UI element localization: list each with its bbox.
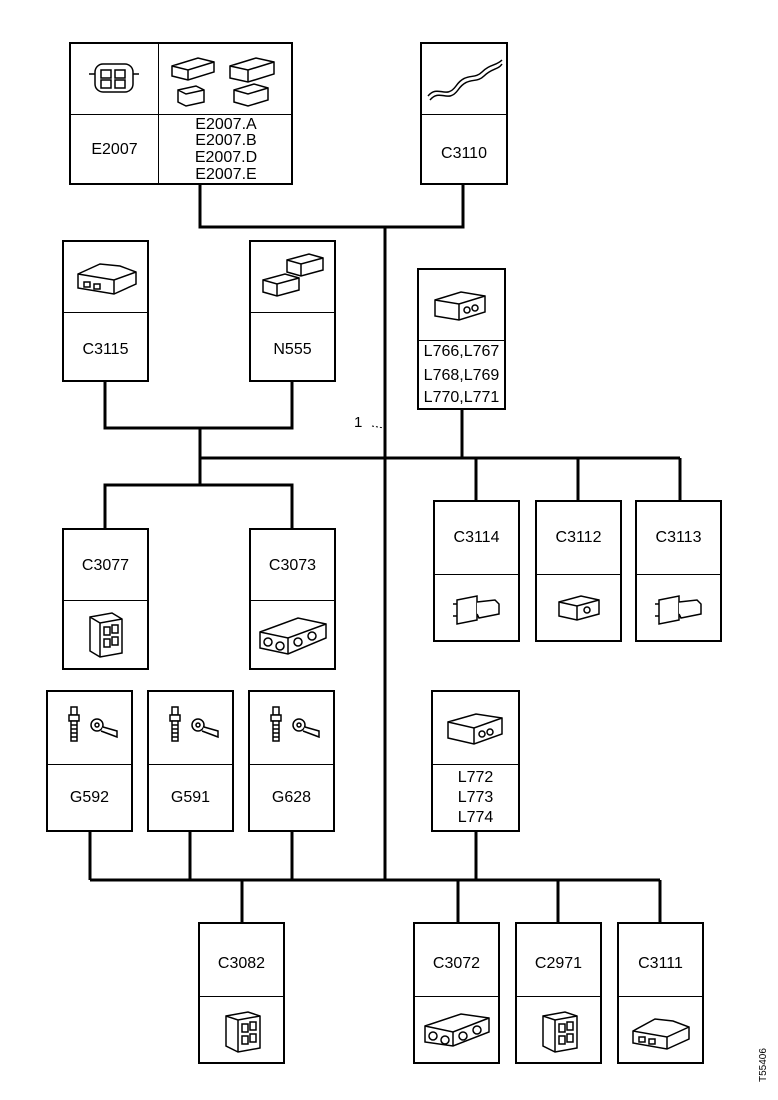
connector-icon	[419, 270, 504, 340]
callout-1: 1	[354, 414, 363, 431]
g628-label: G628	[271, 789, 312, 806]
connector-icon	[200, 998, 283, 1062]
connector-set-icon	[159, 44, 293, 114]
c3072-label: C3072	[432, 955, 481, 972]
c3077-label: C3077	[81, 557, 130, 574]
connector-icon	[251, 602, 334, 668]
connector-icon	[517, 998, 600, 1062]
l766-l767-label: L766,L767	[423, 343, 500, 360]
connector-c3073-box: C3073	[249, 528, 336, 670]
c3082-label: C3082	[217, 955, 266, 972]
connector-l772-group-box: L772 L773 L774	[431, 690, 520, 832]
connector-c3082-box: C3082	[198, 922, 285, 1064]
c3113-label: C3113	[655, 529, 702, 546]
c3077-c3073-branch-line	[103, 483, 294, 528]
connector-e2007-box: E2007 E2007.A E2007.B E2007.D E2007.E	[69, 42, 293, 185]
c3114-label: C3114	[453, 529, 500, 546]
c3073-label: C3073	[268, 557, 317, 574]
connector-pair-icon	[251, 242, 334, 312]
connector-c3110-box: C3110	[420, 42, 508, 185]
g592-label: G592	[69, 789, 110, 806]
connector-l766-group-box: L766,L767 L768,L769 L770,L771	[417, 268, 506, 410]
n555-label: N555	[273, 341, 312, 358]
ground-stud-icon	[48, 692, 131, 764]
ground-stud-icon	[250, 692, 333, 764]
connector-icon	[71, 44, 158, 114]
connector-icon	[637, 576, 720, 640]
e2007-label: E2007	[91, 141, 138, 158]
e2007-sub-label-e: E2007.E	[195, 166, 257, 183]
ground-g591-box: G591	[147, 690, 234, 832]
connector-c3114-box: C3114	[433, 500, 520, 642]
connector-icon	[64, 242, 147, 312]
g591-label: G591	[170, 789, 211, 806]
ground-g628-box: G628	[248, 690, 335, 832]
connector-c3072-box: C3072	[413, 922, 500, 1064]
ground-g592-box: G592	[46, 690, 133, 832]
e2007-sub-label-a: E2007.A	[195, 116, 257, 133]
l770-l771-label: L770,L771	[423, 389, 500, 406]
ground-stud-icon	[149, 692, 232, 764]
c3110-label: C3110	[441, 145, 487, 162]
connector-icon	[537, 576, 620, 640]
c3112-label: C3112	[555, 529, 602, 546]
e2007-sub-label-b: E2007.B	[195, 132, 257, 149]
figure-id: T55406	[758, 1048, 769, 1082]
l773-label: L773	[457, 789, 494, 806]
connector-c3112-box: C3112	[535, 500, 622, 642]
c3111-label: C3111	[638, 955, 683, 972]
cable-icon	[422, 44, 506, 114]
connector-icon	[64, 602, 147, 668]
connector-c3115-box: C3115	[62, 240, 149, 382]
connector-c2971-box: C2971	[515, 922, 602, 1064]
l774-label: L774	[457, 809, 494, 826]
connector-c3077-box: C3077	[62, 528, 149, 670]
connector-c3113-box: C3113	[635, 500, 722, 642]
connector-icon	[415, 998, 498, 1062]
connector-icon	[619, 998, 702, 1062]
connector-n555-box: N555	[249, 240, 336, 382]
connector-c3111-box: C3111	[617, 922, 704, 1064]
connector-icon	[433, 692, 518, 764]
top-branch-line	[198, 185, 465, 229]
c3115-label: C3115	[82, 341, 129, 358]
l772-label: L772	[457, 769, 494, 786]
l768-l769-label: L768,L769	[423, 367, 500, 384]
c2971-label: C2971	[534, 955, 583, 972]
e2007-sub-label-d: E2007.D	[194, 149, 258, 166]
c3115-n555-branch-line	[103, 382, 294, 430]
connector-icon	[435, 576, 518, 640]
